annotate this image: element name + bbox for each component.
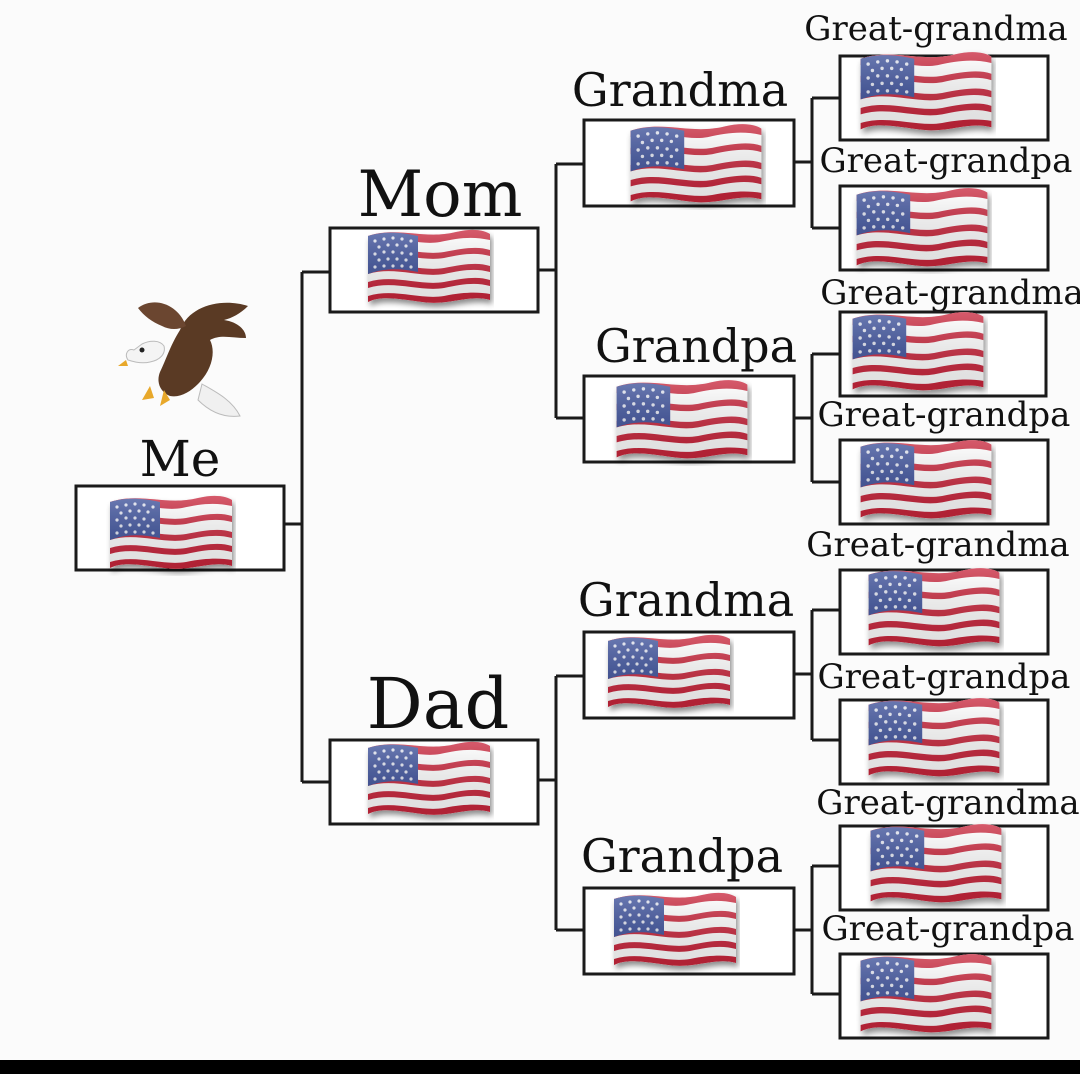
label-great-grandpa-4: Great-grandpa <box>818 395 1071 435</box>
label-dad-grandma: Grandma <box>578 573 794 627</box>
connector-me <box>284 270 330 784</box>
connector-lines <box>284 96 840 996</box>
node-dad: Dad <box>328 663 540 826</box>
label-great-grandma-7: Great-grandma <box>816 783 1079 823</box>
us-flag-icon <box>861 954 992 1032</box>
label-great-grandpa-8: Great-grandpa <box>822 909 1075 949</box>
us-flag-icon <box>608 635 730 708</box>
label-mom: Mom <box>358 158 523 232</box>
connector-dad-grandma <box>794 608 840 742</box>
label-great-grandpa-6: Great-grandpa <box>818 657 1071 697</box>
node-me: Me <box>74 302 286 572</box>
node-mom: Mom <box>328 158 540 314</box>
node-dad-grandpa: Grandpa <box>581 829 796 976</box>
label-mom-grandpa: Grandpa <box>595 319 797 373</box>
connector-dad-grandpa <box>794 864 840 996</box>
us-flag-icon <box>617 380 748 458</box>
us-flag-icon <box>871 824 1002 902</box>
label-great-grandma-3: Great-grandma <box>820 273 1080 313</box>
connector-mom-grandma <box>794 96 840 230</box>
bottom-bar <box>0 1060 1080 1074</box>
us-flag-icon <box>110 496 232 569</box>
connector-mom-grandpa <box>794 352 840 484</box>
node-great-grandma-1: Great-grandma <box>804 9 1068 142</box>
connector-mom <box>538 162 584 420</box>
node-great-grandma-7: Great-grandma <box>816 783 1080 912</box>
us-flag-icon <box>869 568 1000 646</box>
node-great-grandma-5: Great-grandma <box>806 525 1070 656</box>
us-flag-icon <box>631 124 762 202</box>
node-great-grandma-3: Great-grandma <box>820 273 1080 398</box>
label-me: Me <box>140 430 221 488</box>
us-flag-icon <box>368 230 490 303</box>
label-mom-grandma: Grandma <box>572 63 788 117</box>
node-great-grandpa-6: Great-grandpa <box>818 657 1071 786</box>
us-flag-icon <box>614 893 736 966</box>
us-flag-icon <box>861 52 992 130</box>
us-flag-icon <box>368 742 490 815</box>
label-great-grandma-5: Great-grandma <box>806 525 1069 565</box>
us-flag-icon <box>869 698 1000 776</box>
eagle-icon <box>118 302 248 417</box>
label-great-grandpa-2: Great-grandpa <box>820 141 1073 181</box>
us-flag-icon <box>853 312 984 390</box>
label-dad-grandpa: Grandpa <box>581 829 783 883</box>
us-flag-icon <box>861 440 992 518</box>
node-dad-grandma: Grandma <box>578 573 796 720</box>
label-great-grandma-1: Great-grandma <box>804 9 1067 49</box>
node-mom-grandma: Grandma <box>572 63 796 208</box>
node-great-grandpa-2: Great-grandpa <box>820 141 1073 272</box>
label-dad: Dad <box>367 663 510 745</box>
node-great-grandpa-4: Great-grandpa <box>818 395 1071 526</box>
node-mom-grandpa: Grandpa <box>582 319 797 464</box>
node-great-grandpa-8: Great-grandpa <box>822 909 1075 1040</box>
us-flag-icon <box>857 188 988 266</box>
connector-dad <box>538 674 584 932</box>
